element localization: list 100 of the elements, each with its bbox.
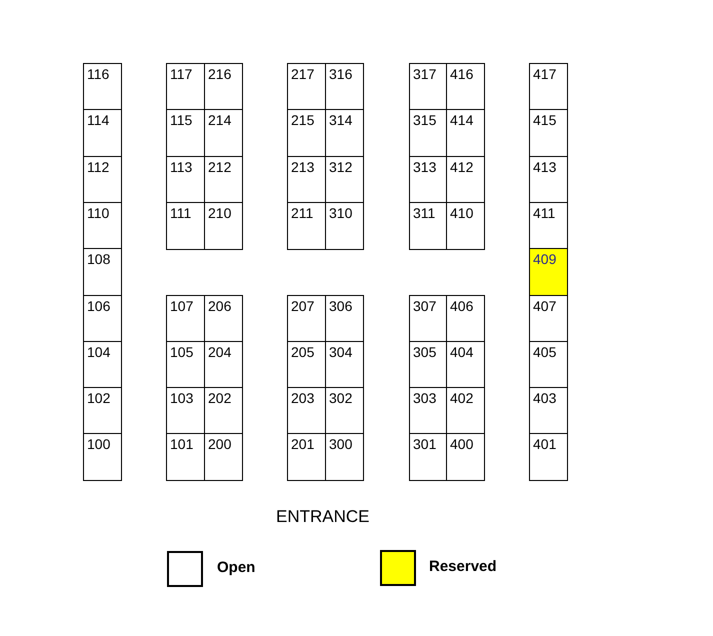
booth [529,63,568,111]
booth [325,341,364,389]
booth [204,109,243,157]
booth [446,63,485,111]
booth-number: 407 [533,298,556,314]
booth-number: 102 [87,390,110,406]
booth [446,156,485,204]
booth-number: 210 [208,205,232,221]
booth [325,202,364,250]
booth [166,341,205,389]
booth [204,295,243,343]
booth [166,295,205,343]
booth [166,109,205,157]
booth-number: 305 [413,344,436,360]
booth [166,433,205,481]
booth-number: 112 [87,159,110,175]
booth-number: 413 [533,159,556,175]
booth [204,341,243,389]
booth [529,156,568,204]
booth [325,295,364,343]
booth-number: 312 [329,159,352,175]
booth-number: 217 [291,66,314,82]
booth-number: 117 [170,66,192,82]
booth-number: 207 [291,298,314,314]
booth [83,295,122,343]
booth [409,202,448,250]
booth [166,202,205,250]
booth-number: 404 [450,344,474,360]
booth-number: 113 [170,159,192,175]
booth-number: 104 [87,344,110,360]
booth-number: 301 [413,436,436,452]
booth [204,387,243,435]
booth-number: 106 [87,298,110,314]
booth-number: 115 [170,112,192,128]
booth [529,109,568,157]
booth-number: 307 [413,298,436,314]
booth [325,387,364,435]
booth [287,109,326,157]
booth-number: 417 [533,66,556,82]
booth [529,202,568,250]
booth-number: 302 [329,390,352,406]
booth-number: 310 [329,205,352,221]
booth [529,387,568,435]
booth-number: 214 [208,112,232,128]
booth-number: 314 [329,112,352,128]
booth [166,63,205,111]
booth-number: 403 [533,390,556,406]
booth [409,63,448,111]
booth-number: 216 [208,66,232,82]
booth-number: 212 [208,159,232,175]
booth [409,109,448,157]
booth [204,202,243,250]
booth [83,202,122,250]
booth [325,433,364,481]
booth [446,109,485,157]
booth-number: 317 [413,66,436,82]
booth-number: 406 [450,298,474,314]
booth-number: 103 [170,390,194,406]
booth-number: 411 [533,205,556,221]
booth-number: 315 [413,112,436,128]
booth-number: 410 [450,205,474,221]
booth [446,433,485,481]
booth-number: 100 [87,436,110,452]
booth [287,387,326,435]
booth-number: 205 [291,344,314,360]
booth-number: 116 [87,66,110,82]
legend-label: Reserved [429,558,497,575]
booth [83,248,122,296]
booth-number: 415 [533,112,556,128]
booth-number: 211 [291,205,314,221]
booth-number: 203 [291,390,314,406]
booth [446,202,485,250]
booth [409,387,448,435]
booth-number: 402 [450,390,474,406]
booth [83,63,122,111]
booth [446,341,485,389]
booth-number: 101 [170,436,194,452]
booth [446,387,485,435]
booth-number: 303 [413,390,436,406]
booth-number: 412 [450,159,474,175]
booth-number: 110 [87,205,110,221]
booth-number: 108 [87,251,110,267]
booth [83,341,122,389]
booth [166,387,205,435]
booth [287,202,326,250]
booth [83,387,122,435]
booth-number: 405 [533,344,556,360]
booth [83,433,122,481]
booth-number: 300 [329,436,352,452]
booth-number: 200 [208,436,232,452]
booth-number: 204 [208,344,232,360]
booth-number: 409 [533,251,556,267]
reserved-booth [529,248,568,296]
booth [287,433,326,481]
legend-label: Open [217,559,256,576]
booth-number: 416 [450,66,474,82]
booth-number: 107 [170,298,194,314]
booth [325,109,364,157]
booth [204,433,243,481]
booth [409,295,448,343]
